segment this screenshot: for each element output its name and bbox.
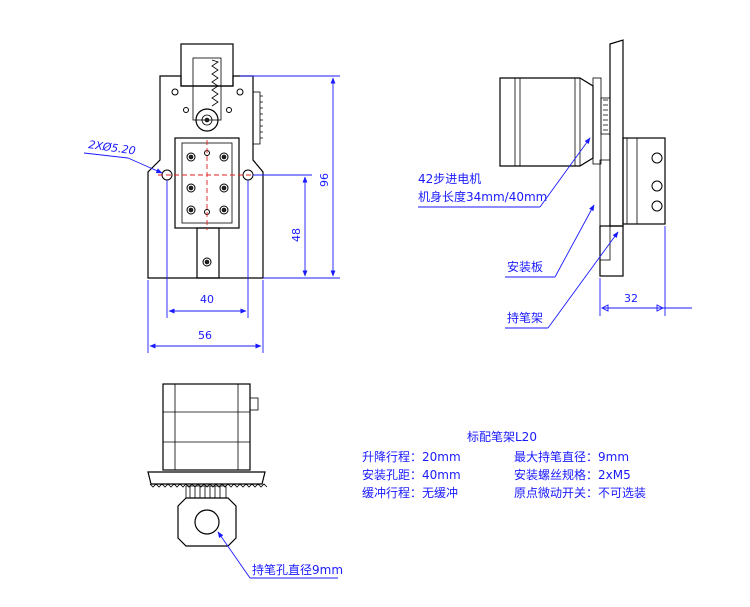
front-view: 2XØ5.20 96 48 40 56 <box>83 43 340 353</box>
spec-row-2-left: 安装孔距：40mm <box>362 467 461 482</box>
spec-row-3-right: 原点微动开关：不可选装 <box>514 486 646 500</box>
spec-row-2-right: 安装螺丝规格：2xM5 <box>514 467 631 482</box>
pen-hole-label: 持笔孔直径9mm <box>252 562 343 577</box>
spec-row-1-right: 最大持笔直径：9mm <box>514 449 629 464</box>
motor-label-line2: 机身长度34mm/40mm <box>418 189 547 204</box>
bottom-view: 持笔孔直径9mm <box>147 383 343 579</box>
spec-table: 标配笔架L20 升降行程：20mm 最大持笔直径：9mm 安装孔距：40mm 安… <box>362 429 646 500</box>
side-view: 42步进电机 机身长度34mm/40mm 安装板 持笔架 32 <box>418 39 692 329</box>
spec-title: 标配笔架L20 <box>467 429 537 444</box>
dim-depth: 32 <box>624 292 638 305</box>
slider-screws <box>186 150 229 215</box>
spec-row-3-left: 缓冲行程：无缓冲 <box>362 485 458 500</box>
motor-label-line1: 42步进电机 <box>418 172 481 186</box>
dim-width-holes: 40 <box>200 293 214 306</box>
pen-hole <box>194 509 220 535</box>
dim-width-total: 56 <box>198 329 212 342</box>
mount-plate-label: 安装板 <box>507 259 543 274</box>
spec-row-1-left: 升降行程：20mm <box>362 449 461 464</box>
pen-holder-label: 持笔架 <box>507 310 543 325</box>
dim-height-total: 96 <box>318 173 331 187</box>
dim-height-holes: 48 <box>290 228 303 242</box>
